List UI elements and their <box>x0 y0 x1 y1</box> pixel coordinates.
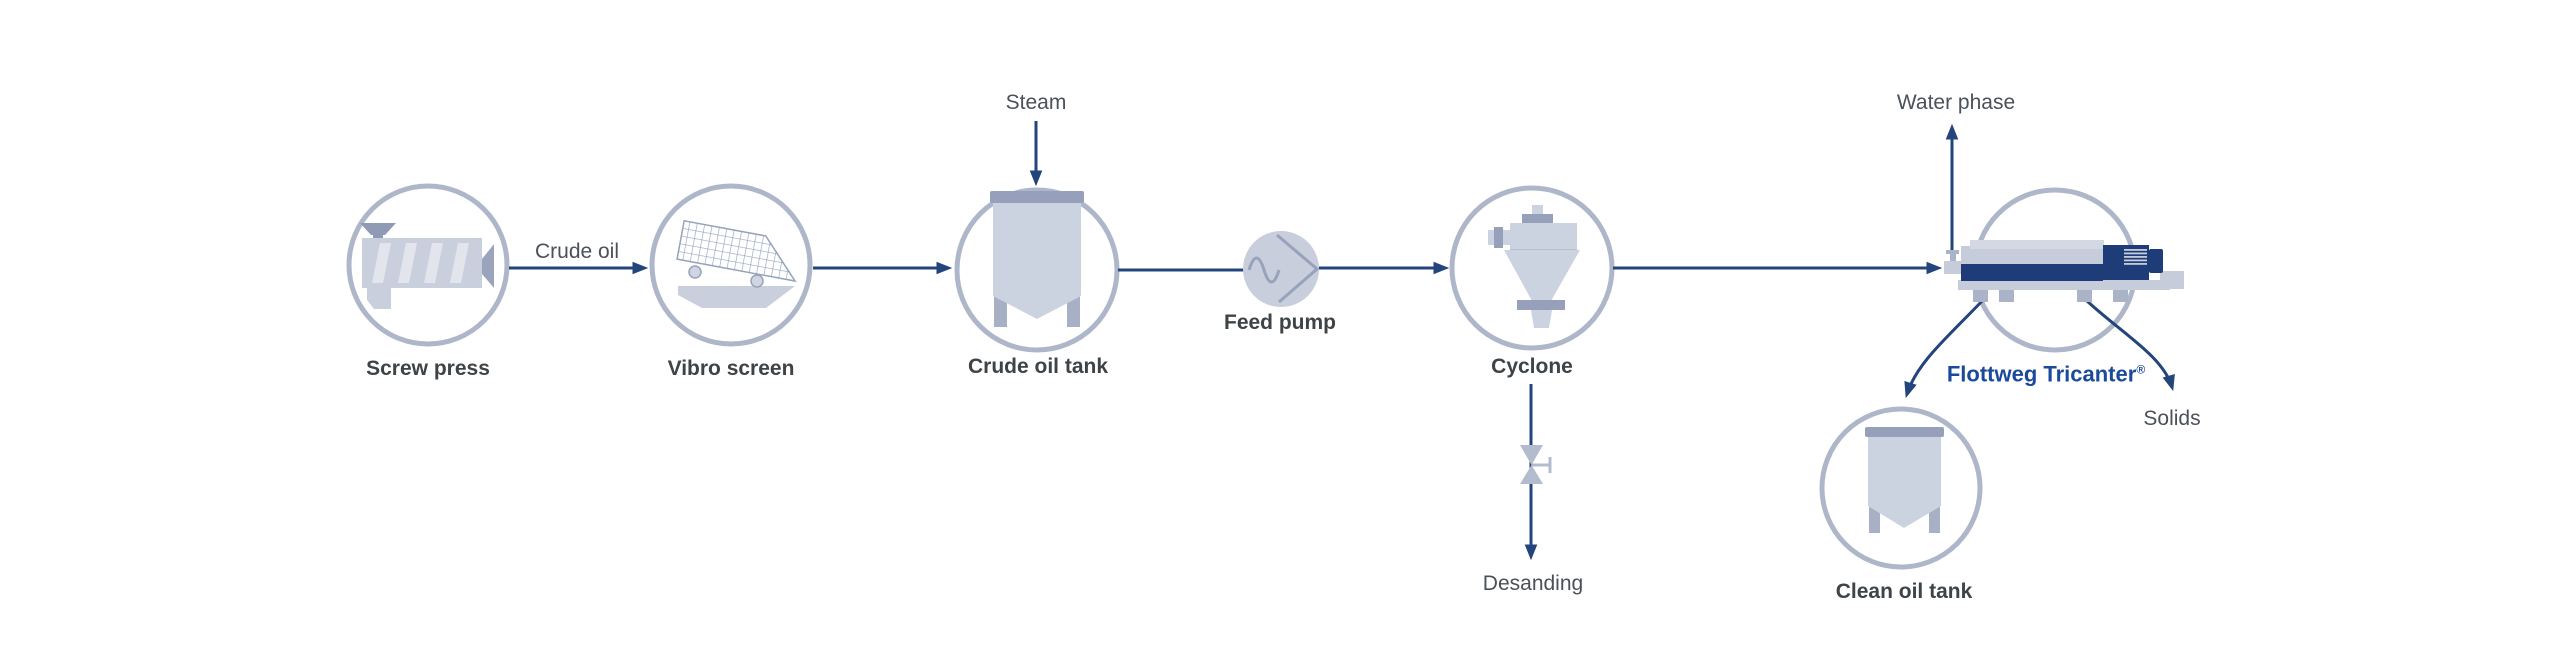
vibro-screen-icon <box>676 219 797 308</box>
feed-pump-icon <box>1243 231 1320 307</box>
screw-press-icon <box>360 223 494 309</box>
tricanter-label: Flottweg Tricanter® <box>1947 357 2145 386</box>
tricanter-icon <box>1944 240 2184 302</box>
cyclone-icon <box>1488 205 1580 328</box>
screw-press-label: Screw press <box>366 357 490 380</box>
steam-stream-label: Steam <box>1005 91 1067 114</box>
vibro-screen-label: Vibro screen <box>667 357 795 380</box>
valve-icon <box>1520 445 1552 484</box>
crude-oil-stream-label: Crude oil <box>534 240 620 263</box>
arrow-tricanter-to-clean-tank <box>1904 298 1985 399</box>
tricanter-name: Flottweg Tricanter <box>1946 361 2137 387</box>
solids-stream-label: Solids <box>2143 407 2201 430</box>
feed-pump-label: Feed pump <box>1223 311 1337 334</box>
registered-mark: ® <box>2136 362 2146 377</box>
water-phase-stream-label: Water phase <box>1896 91 2016 114</box>
crude-oil-tank-label: Crude oil tank <box>967 355 1109 378</box>
clean-oil-tank-label: Clean oil tank <box>1835 580 1973 603</box>
clean-oil-tank-icon <box>1865 427 1944 533</box>
arrow-solids <box>2084 298 2175 392</box>
desanding-stream-label: Desanding <box>1482 572 1584 595</box>
cyclone-label: Cyclone <box>1491 355 1573 378</box>
crude-oil-tank-icon <box>990 191 1084 327</box>
